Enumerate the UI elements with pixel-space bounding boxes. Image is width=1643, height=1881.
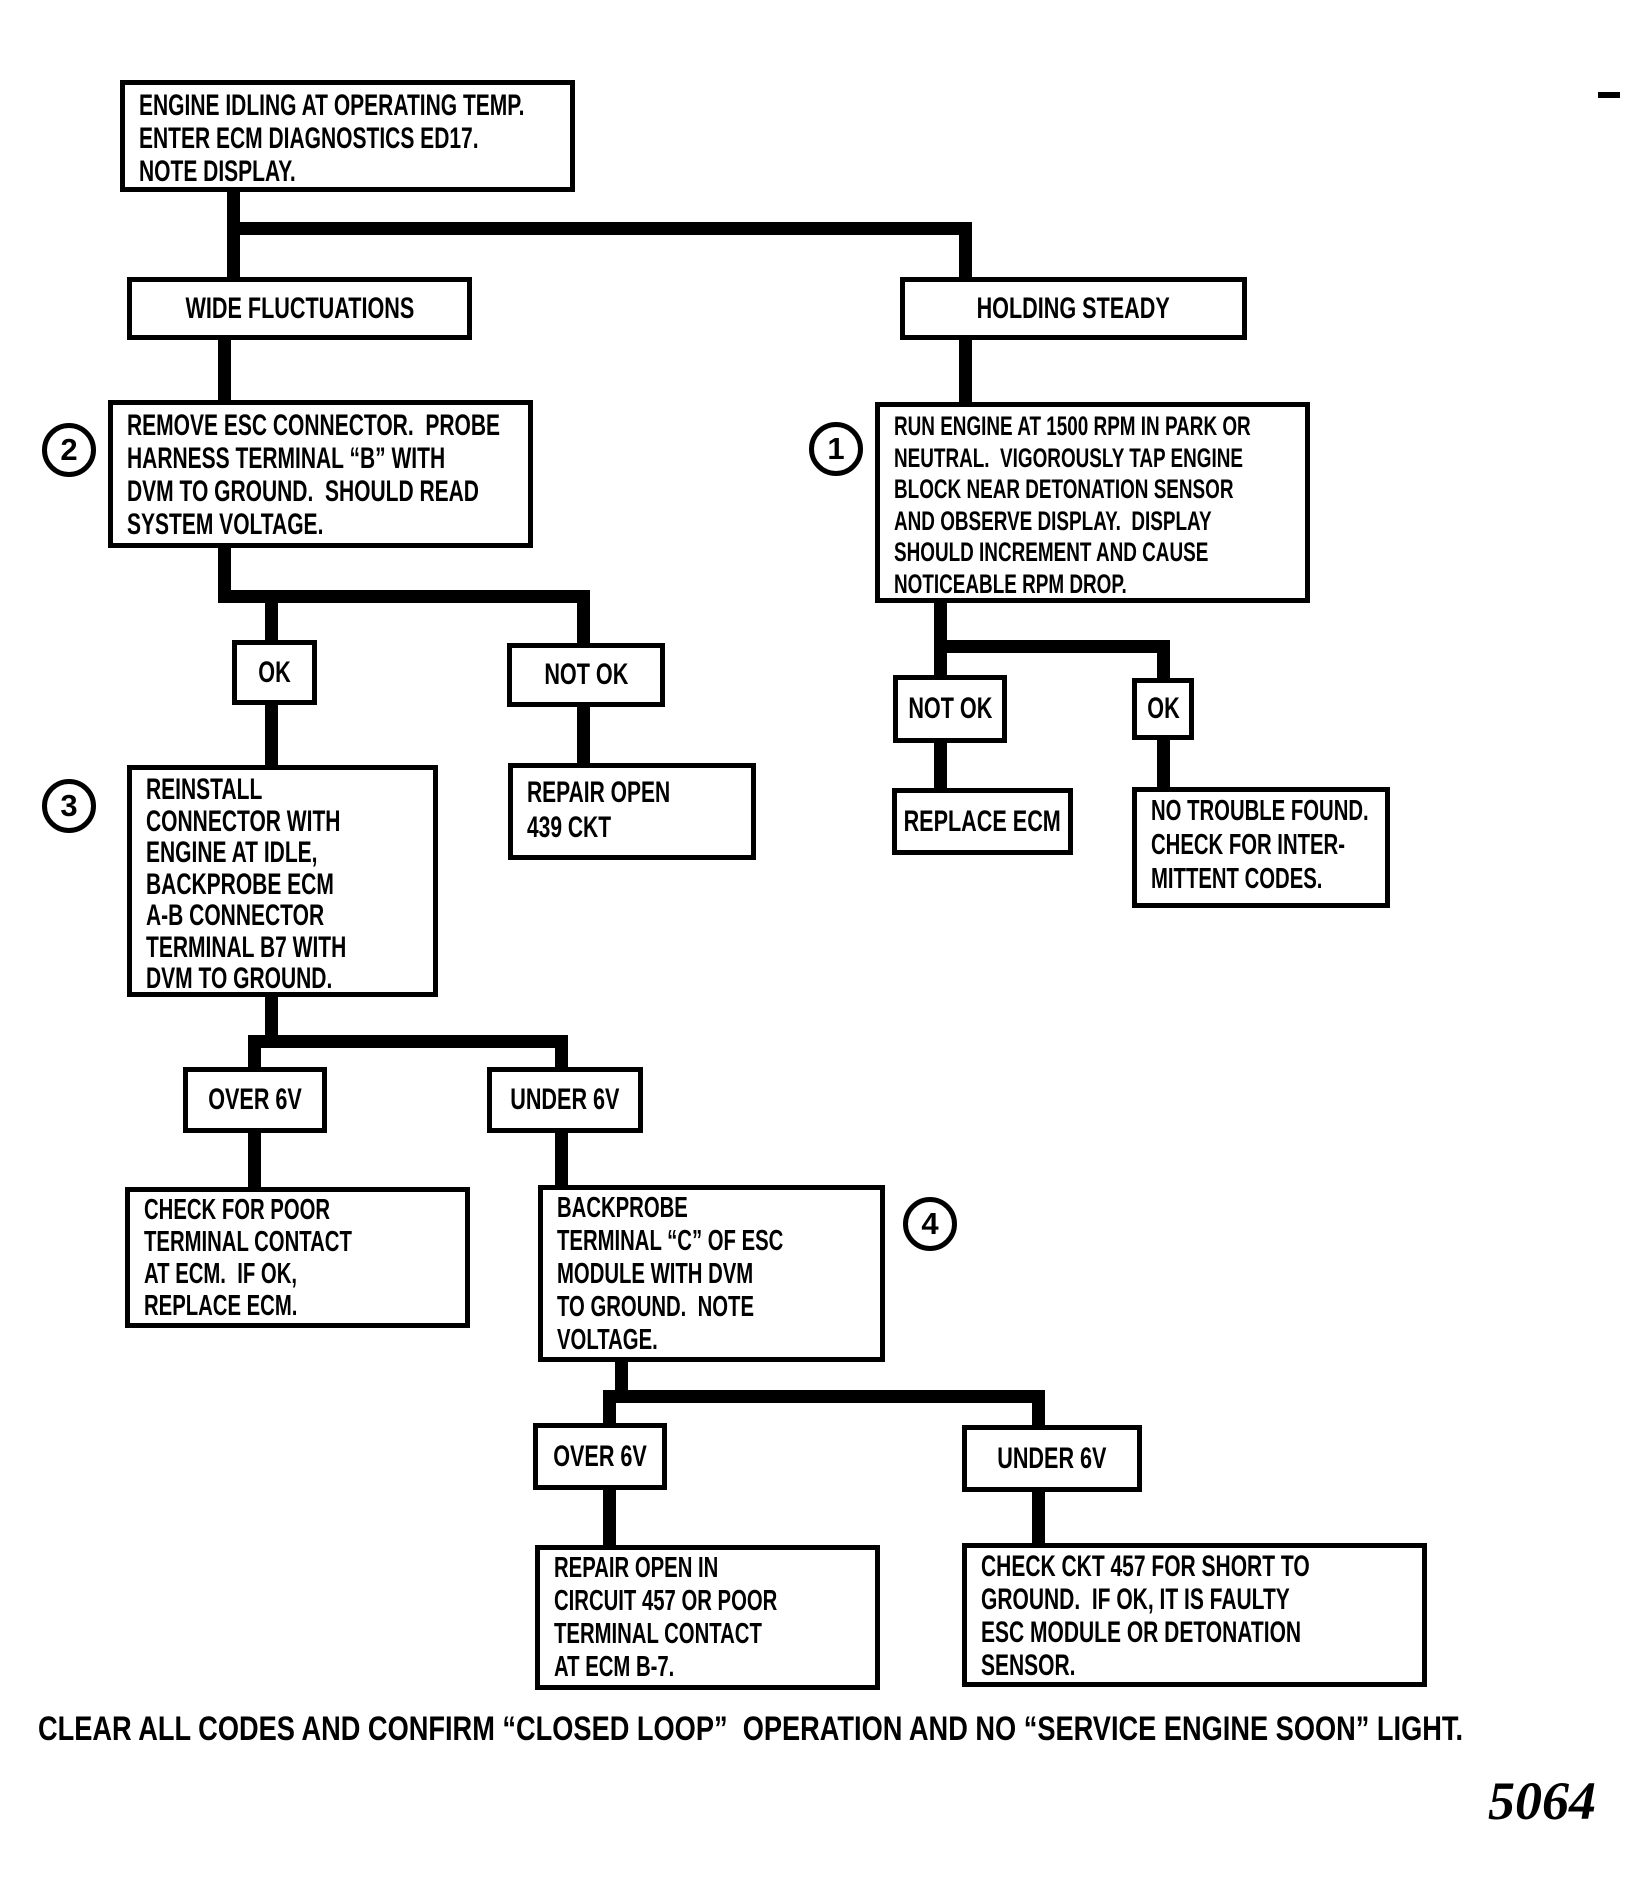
step1-box: RUN ENGINE AT 1500 RPM IN PARK OR NEUTRA… bbox=[875, 402, 1310, 603]
no-trouble-text: NO TROUBLE FOUND. CHECK FOR INTER- MITTE… bbox=[1151, 795, 1369, 895]
under-6v-box-1: UNDER 6V bbox=[487, 1067, 643, 1133]
connector-ok2-to-notrouble bbox=[1157, 740, 1170, 787]
connector-riser-notok2 bbox=[934, 640, 947, 675]
connector-riser-under6v1 bbox=[555, 1035, 568, 1067]
under-6v-box-2-label: UNDER 6V bbox=[997, 1441, 1107, 1475]
start-box-text: ENGINE IDLING AT OPERATING TEMP. ENTER E… bbox=[139, 89, 525, 188]
step4-text: BACKPROBE TERMINAL “C” OF ESC MODULE WIT… bbox=[557, 1192, 784, 1356]
step1-number: 1 bbox=[827, 431, 845, 466]
not-ok-box-2-label: NOT OK bbox=[908, 692, 993, 725]
connector-trunk-to-holding bbox=[959, 222, 972, 277]
connector-riser-over6v2 bbox=[603, 1390, 616, 1423]
ok-box-1-label: OK bbox=[258, 655, 291, 689]
repair-439-box: REPAIR OPEN 439 CKT bbox=[508, 763, 756, 860]
under-6v-box-1-label: UNDER 6V bbox=[510, 1083, 620, 1116]
connector-riser-ok1 bbox=[265, 590, 278, 640]
over-6v-box-2: OVER 6V bbox=[533, 1423, 667, 1490]
step1-text: RUN ENGINE AT 1500 RPM IN PARK OR NEUTRA… bbox=[894, 411, 1251, 599]
footer-note: CLEAR ALL CODES AND CONFIRM “CLOSED LOOP… bbox=[38, 1710, 1464, 1748]
connector-step1-junction-bar bbox=[934, 640, 1170, 653]
connector-under6v2-to-checkckt bbox=[1032, 1492, 1045, 1543]
connector-holding-to-step1 bbox=[959, 340, 972, 402]
connector-wide-to-step2 bbox=[218, 340, 231, 400]
step2-number-badge: 2 bbox=[42, 423, 96, 477]
connector-over6v1-to-checkpoor bbox=[248, 1133, 261, 1187]
connector-trunk-bar bbox=[227, 222, 972, 235]
connector-over6v2-to-repair457 bbox=[603, 1490, 616, 1545]
connector-step2-down bbox=[218, 548, 231, 593]
over-6v-box-2-label: OVER 6V bbox=[553, 1439, 647, 1473]
step4-number-badge: 4 bbox=[903, 1197, 957, 1251]
check-ckt-457-box: CHECK CKT 457 FOR SHORT TO GROUND. IF OK… bbox=[962, 1543, 1427, 1687]
connector-ok1-to-step3 bbox=[265, 705, 278, 765]
step4-number: 4 bbox=[921, 1206, 939, 1241]
repair-457-box: REPAIR OPEN IN CIRCUIT 457 OR POOR TERMI… bbox=[535, 1545, 880, 1690]
ok-box-2: OK bbox=[1132, 678, 1194, 740]
connector-riser-ok2 bbox=[1157, 640, 1170, 678]
not-ok-box-2: NOT OK bbox=[893, 675, 1007, 743]
connector-riser-notok1 bbox=[577, 590, 590, 643]
replace-ecm-label: REPLACE ECM bbox=[903, 804, 1062, 838]
connector-step4-junction-bar bbox=[603, 1390, 1045, 1403]
over-6v-box-1: OVER 6V bbox=[183, 1067, 327, 1133]
repair-457-text: REPAIR OPEN IN CIRCUIT 457 OR POOR TERMI… bbox=[554, 1552, 778, 1683]
step2-box: REMOVE ESC CONNECTOR. PROBE HARNESS TERM… bbox=[108, 400, 533, 548]
connector-notok2-to-replace bbox=[934, 743, 947, 788]
step3-box: REINSTALL CONNECTOR WITH ENGINE AT IDLE,… bbox=[127, 765, 438, 997]
connector-step3-junction-bar bbox=[248, 1035, 568, 1048]
start-box: ENGINE IDLING AT OPERATING TEMP. ENTER E… bbox=[120, 80, 575, 192]
step3-number: 3 bbox=[60, 788, 78, 823]
step1-number-badge: 1 bbox=[809, 422, 863, 476]
check-poor-text: CHECK FOR POOR TERMINAL CONTACT AT ECM. … bbox=[144, 1194, 352, 1322]
figure-number: 5064 bbox=[1488, 1771, 1596, 1831]
not-ok-box-1: NOT OK bbox=[507, 643, 665, 707]
branch-wide-fluctuations: WIDE FLUCTUATIONS bbox=[127, 277, 472, 340]
repair-439-text: REPAIR OPEN 439 CKT bbox=[527, 776, 671, 844]
check-poor-box: CHECK FOR POOR TERMINAL CONTACT AT ECM. … bbox=[125, 1187, 470, 1328]
connector-step2-junction-bar bbox=[218, 590, 590, 603]
ok-box-1: OK bbox=[232, 640, 317, 705]
connector-riser-over6v1 bbox=[248, 1035, 261, 1067]
step3-text: REINSTALL CONNECTOR WITH ENGINE AT IDLE,… bbox=[146, 773, 347, 995]
connector-notok1-to-repair439 bbox=[577, 707, 590, 763]
branch-holding-steady: HOLDING STEADY bbox=[900, 277, 1247, 340]
ok-box-2-label: OK bbox=[1146, 692, 1180, 725]
under-6v-box-2: UNDER 6V bbox=[962, 1425, 1142, 1492]
scan-artifact-dash bbox=[1598, 92, 1620, 98]
not-ok-box-1-label: NOT OK bbox=[543, 658, 628, 691]
over-6v-box-1-label: OVER 6V bbox=[208, 1083, 302, 1116]
branch-wide-fluctuations-label: WIDE FLUCTUATIONS bbox=[185, 291, 414, 325]
step2-text: REMOVE ESC CONNECTOR. PROBE HARNESS TERM… bbox=[127, 409, 501, 541]
step3-number-badge: 3 bbox=[42, 779, 96, 833]
step2-number: 2 bbox=[60, 432, 78, 467]
connector-riser-under6v2 bbox=[1032, 1390, 1045, 1425]
branch-holding-steady-label: HOLDING STEADY bbox=[976, 291, 1171, 325]
check-ckt-457-text: CHECK CKT 457 FOR SHORT TO GROUND. IF OK… bbox=[981, 1550, 1310, 1682]
no-trouble-box: NO TROUBLE FOUND. CHECK FOR INTER- MITTE… bbox=[1132, 787, 1390, 908]
step4-box: BACKPROBE TERMINAL “C” OF ESC MODULE WIT… bbox=[538, 1185, 885, 1362]
connector-under6v1-to-step4 bbox=[555, 1133, 568, 1185]
replace-ecm-box: REPLACE ECM bbox=[892, 788, 1073, 855]
